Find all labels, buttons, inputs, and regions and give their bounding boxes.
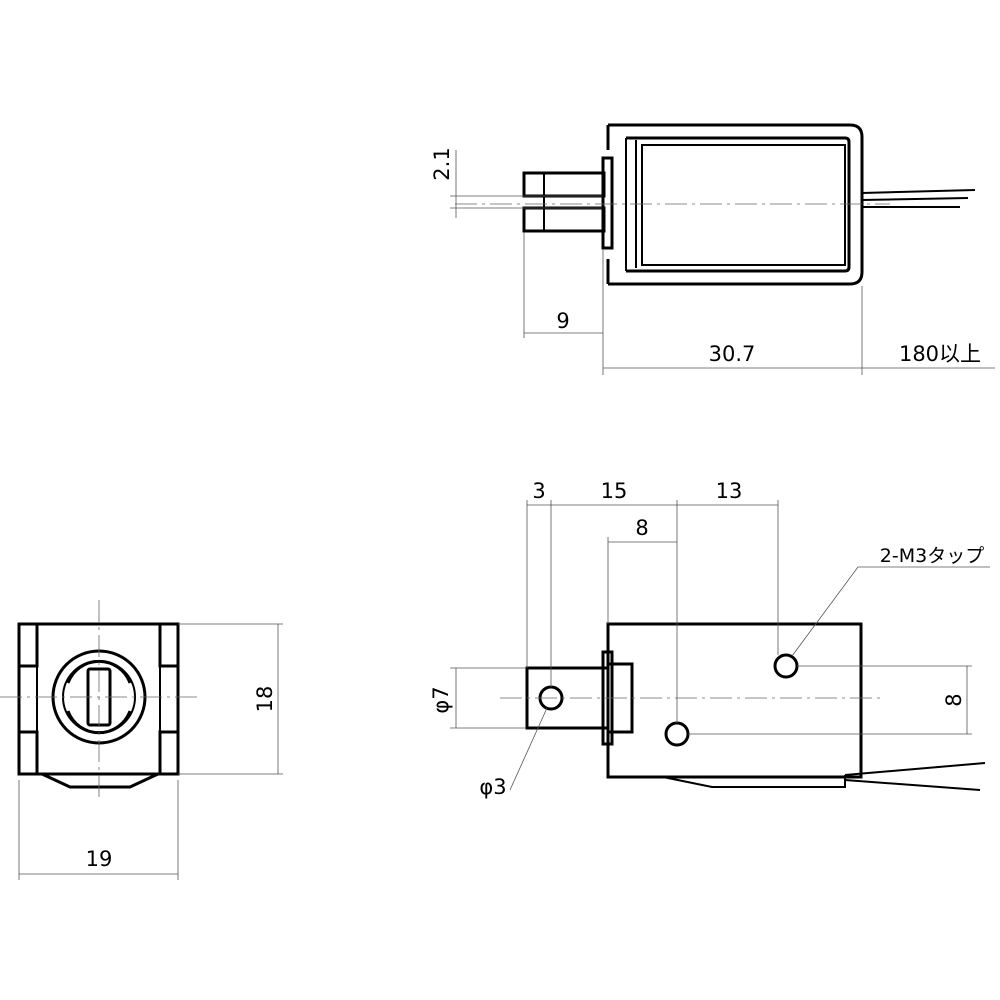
dim-width-label: 19 <box>86 847 113 871</box>
dim-offset-15-label: 15 <box>601 479 628 503</box>
side-lead-wire-1 <box>844 762 986 776</box>
dim-body-length-label: 30.7 <box>709 342 756 366</box>
front-frame-notch-br <box>158 730 178 774</box>
dim-hole-dia-label: φ3 <box>479 775 506 799</box>
front-foot <box>41 772 159 789</box>
top-coil <box>641 144 846 266</box>
top-lead-wire-1 <box>861 189 976 194</box>
front-body <box>17 622 180 776</box>
dim-offset-13-label: 13 <box>716 479 743 503</box>
dim-plunger-dia-label: φ7 <box>429 686 453 713</box>
dim-offset-3-label: 3 <box>532 479 545 503</box>
top-lead-wire-2 <box>861 197 969 201</box>
dim-plunger-length-label: 9 <box>556 309 569 333</box>
top-plunger-pin-upper <box>522 171 606 198</box>
top-flange <box>601 156 614 250</box>
front-frame-notch-tr <box>158 624 178 668</box>
dim-offset-8-label: 8 <box>635 516 648 540</box>
top-view: 2.1 9 30.7 180以上 <box>430 123 995 375</box>
front-plunger-arc-top <box>66 659 132 684</box>
tap-note-label: 2-M3タップ <box>880 545 984 567</box>
hole-leader-line <box>509 707 548 791</box>
top-frame-inner <box>626 136 851 273</box>
side-lead-wire-2 <box>844 779 981 791</box>
side-body <box>606 622 863 779</box>
dim-tap-spacing-label: 8 <box>942 693 966 706</box>
tap-leader-line <box>791 566 990 657</box>
dim-lead-length-label: 180以上 <box>899 342 981 366</box>
dim-height-label: 18 <box>253 686 277 713</box>
side-tap-hole-upper <box>773 653 799 679</box>
front-frame-notch-bl <box>19 730 39 774</box>
dim-pin-height-label: 2.1 <box>430 147 454 180</box>
side-view: 3 15 13 8 8 φ7 φ3 2-M3タップ <box>429 479 990 799</box>
front-view: 19 18 <box>0 600 283 880</box>
front-frame-notch-tl <box>19 624 39 668</box>
top-frame-outer <box>608 123 864 286</box>
side-tap-hole-lower <box>664 721 690 747</box>
top-plunger-pin-lower <box>522 206 606 233</box>
